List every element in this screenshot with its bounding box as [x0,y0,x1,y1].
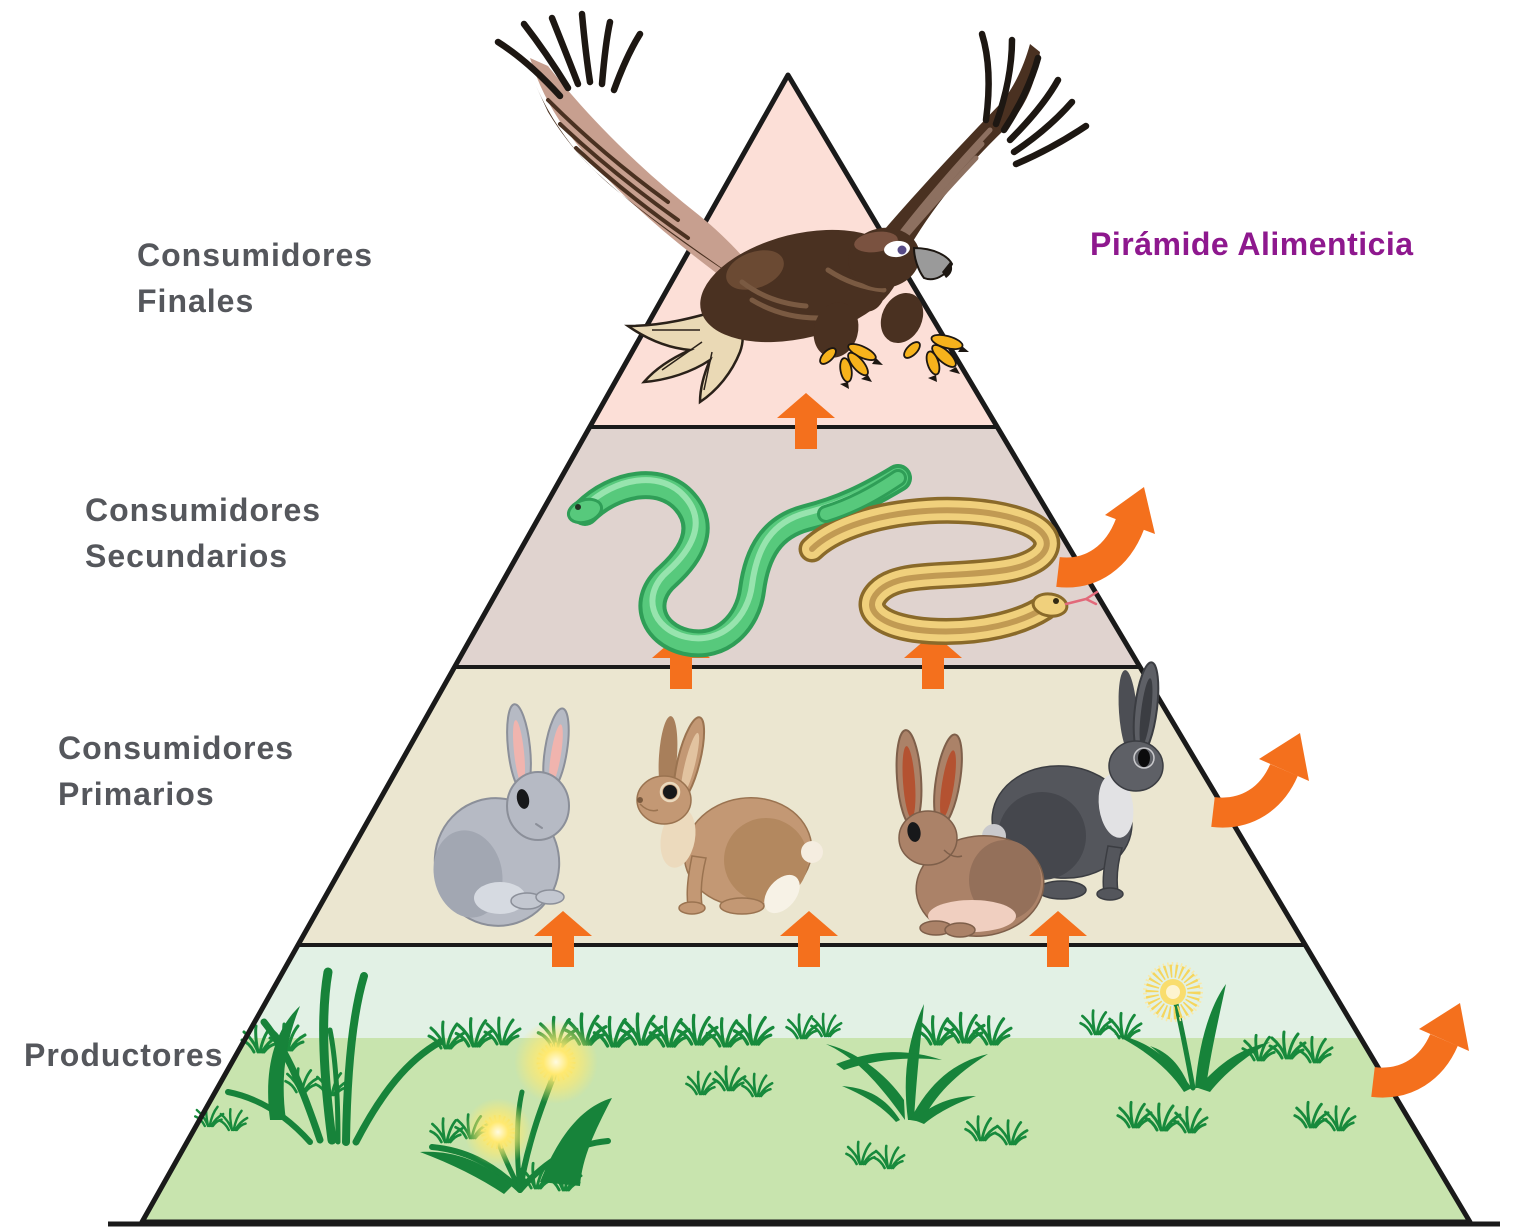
snake-eye [575,504,581,510]
snake-eye [1053,598,1059,604]
label-line-1: Consumidores [85,492,322,528]
label-consumidores-secundarios: Consumidores Secundarios [85,487,321,579]
up-arrow [904,633,962,689]
label-line-2: Primarios [58,776,215,812]
energy-loss-arrows [1056,487,1469,1098]
rabbit-tail [801,841,823,863]
rabbit-eye [516,789,530,809]
gray-rabbit-illustration [433,703,570,927]
green-snake-tail-overlay-fill [820,472,904,520]
rabbit-eye [1138,749,1150,767]
level-productores-sky-band [246,945,1360,1038]
brown-rabbit-illustration [895,729,1045,938]
bushy-grass-plant [826,1004,988,1124]
curved-out-arrow [1056,487,1155,588]
dandelion-flower-glow [464,1098,532,1166]
wing-feather-tips [494,10,644,100]
green-snake-illustration [566,464,912,658]
tall-grass-plant [225,967,444,1146]
eagle-tail [624,306,744,405]
up-arrow [777,393,835,449]
snake-tongue [1064,590,1099,606]
yellow-snake-illustration [798,496,1099,645]
label-line-1: Productores [24,1037,224,1073]
page-title: Pirámide Alimenticia [1090,226,1414,262]
rabbit-eye [663,785,677,799]
label-line-1: Consumidores [58,730,295,766]
up-arrow [780,911,838,967]
sun-flower-icon [1143,962,1203,1022]
wing-feather-tips [978,30,1090,168]
curved-out-arrow [1371,1003,1469,1098]
curved-out-arrow [1211,733,1309,828]
tan-rabbit-illustration [636,716,823,915]
eagle-talons [819,333,964,383]
label-productores: Productores [24,1032,223,1078]
grass-illustration [193,962,1357,1194]
up-arrow [534,911,592,967]
label-line-2: Secundarios [85,538,289,574]
label-line-1: Consumidores [137,237,374,273]
up-arrow [1029,911,1087,967]
eagle-illustration [494,10,1090,405]
label-line-2: Finales [137,283,255,319]
flowering-grass-plant [1114,962,1270,1092]
grass-arch-blade [268,1006,300,1120]
rabbit-eye [907,822,921,842]
label-consumidores-primarios: Consumidores Primarios [58,725,294,817]
dandelion-plant [420,1020,612,1194]
dandelion-flower-glow [514,1020,598,1104]
label-consumidores-finales: Consumidores Finales [137,232,373,324]
